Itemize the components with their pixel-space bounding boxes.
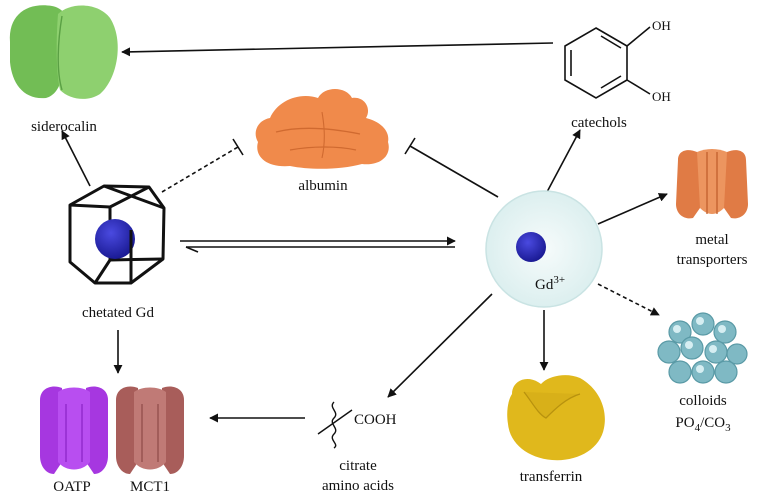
metal-transporters-label-line2: transporters xyxy=(677,252,748,268)
inhibit-gd-albumin-bar xyxy=(404,137,416,155)
chelated-gd-label: chetated Gd xyxy=(82,305,155,321)
gd-ion-label: Gd3+ xyxy=(535,274,565,293)
siderocalin-label: siderocalin xyxy=(31,119,97,135)
arrow-gd-to-chelated-barb xyxy=(185,246,199,253)
transferrin-protein xyxy=(507,375,605,461)
inhibit-gd-albumin xyxy=(409,145,499,198)
albumin-protein xyxy=(255,89,389,169)
inhibit-chelated-albumin-bar xyxy=(232,138,244,156)
arrow-gd-to-catechols xyxy=(546,129,581,193)
catechols-label: catechols xyxy=(571,115,627,131)
arrow-catechols-to-siderocalin xyxy=(121,42,554,57)
oatp-transporter xyxy=(40,386,108,474)
albumin-label: albumin xyxy=(298,178,348,194)
catechol-oh-top: OH xyxy=(652,18,671,33)
metal-transporters-label-line1: metal xyxy=(695,232,728,248)
chelated-gd-cage-edge xyxy=(103,184,165,210)
metal-transporter-protein xyxy=(676,149,748,219)
chelated-gd-cage xyxy=(68,184,166,285)
arrow-chelated-to-siderocalin xyxy=(61,130,91,187)
gd-ion-symbol: Gd xyxy=(535,277,554,293)
colloids-sub2: 3 xyxy=(725,422,731,434)
citrate-cooh: COOH xyxy=(354,412,397,428)
mct1-transporter xyxy=(116,386,184,474)
colloids-label: colloids xyxy=(679,393,727,409)
arrow-gd-to-metal-transporters xyxy=(597,193,668,225)
inhibit-chelated-albumin xyxy=(161,146,239,193)
arrows xyxy=(61,42,668,423)
catechol-oh-bottom: OH xyxy=(652,89,671,104)
transferrin-label: transferrin xyxy=(520,469,583,485)
colloids-sub1: 4 xyxy=(695,422,701,434)
gd-ion-charge: 3+ xyxy=(553,274,565,286)
oatp-label: OATP xyxy=(53,479,91,495)
gd-ion xyxy=(516,232,546,262)
colloids-cluster xyxy=(657,312,748,384)
citrate-structure xyxy=(317,401,353,449)
arrow-gd-to-colloids xyxy=(597,283,660,316)
colloids-co: /CO xyxy=(700,415,725,431)
arrow-gd-to-citrate xyxy=(387,293,493,398)
siderocalin-protein xyxy=(9,5,118,99)
colloids-formula: PO4/CO3 xyxy=(675,415,731,434)
colloids-po: PO xyxy=(675,415,694,431)
catechol-structure xyxy=(564,26,651,99)
citrate-label: citrate xyxy=(339,458,377,474)
amino-acids-label: amino acids xyxy=(322,478,394,494)
colloids-highlights xyxy=(673,317,726,373)
mct1-label: MCT1 xyxy=(130,479,170,495)
chelated-gd-ion xyxy=(95,219,135,259)
